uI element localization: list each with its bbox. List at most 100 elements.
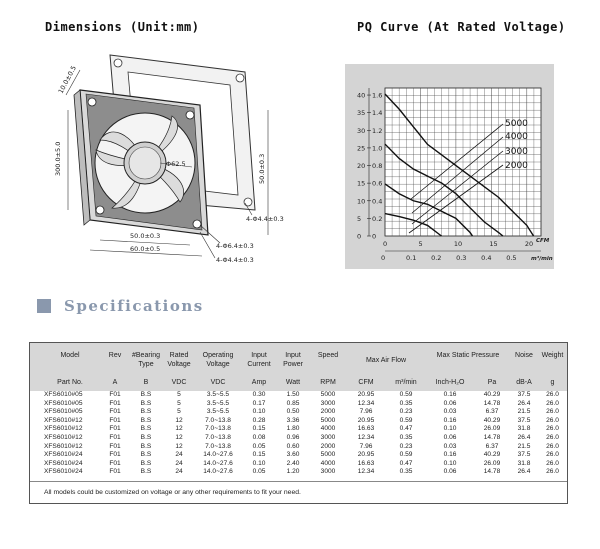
table-cell: 2.40 <box>286 459 300 467</box>
table-cell: 1.20 <box>286 468 300 476</box>
y-tick-left: 15 <box>357 180 365 188</box>
dim-hub: Φ62.5 <box>166 160 186 168</box>
table-cell: 0.10 <box>252 408 266 416</box>
y-tick-left: 40 <box>357 92 365 100</box>
table-cell: F01 <box>109 433 121 441</box>
table-cell: 0.10 <box>443 459 457 467</box>
curve-2000 <box>384 212 442 237</box>
table-cell: 0.35 <box>399 468 413 476</box>
table-cell: XFS6010#24 <box>44 459 83 467</box>
y-tick-right: 1.6 <box>372 92 382 100</box>
table-cell: 0.15 <box>252 425 266 433</box>
table-cell: 26.0 <box>546 451 559 459</box>
table-cell: 26.0 <box>546 433 559 441</box>
table-cell: 2000 <box>320 442 336 450</box>
x-tick-bottom: 0.3 <box>456 254 466 262</box>
mount-hole-icon <box>192 219 202 229</box>
table-cell: 26.0 <box>546 408 559 416</box>
table-cell: 7.0~13.8 <box>205 442 231 450</box>
table-cell: 14.0~27.6 <box>203 468 233 476</box>
table-cell: XFS6010#05 <box>44 391 83 398</box>
table-cell: 26.0 <box>546 391 559 398</box>
y-tick-right: 0 <box>372 233 376 241</box>
table-cell: 20.95 <box>357 416 375 424</box>
unit-header: VDC <box>210 379 226 386</box>
table-cell: F01 <box>109 468 121 476</box>
dim-mount-hole-a: 4-Φ4.4±0.3 <box>246 215 284 223</box>
x-tick-top: 20 <box>525 240 533 248</box>
x-tick-bottom: 0.5 <box>506 254 516 262</box>
table-cell: F01 <box>109 425 121 433</box>
table-cell: 12 <box>175 433 183 441</box>
curve-3000 <box>384 183 474 237</box>
table-cell: 0.10 <box>252 459 266 467</box>
table-cell: 12 <box>175 442 183 450</box>
table-cell: B.S <box>140 451 152 459</box>
table-cell: 0.16 <box>443 391 457 398</box>
table-cell: 24 <box>175 451 183 459</box>
table-cell: 40.29 <box>483 416 501 424</box>
table-cell: XFS6010#24 <box>44 468 83 476</box>
table-cell: 3.5~5.5 <box>206 408 230 416</box>
table-cell: 5000 <box>320 451 336 459</box>
y-tick-left: 20 <box>357 162 365 170</box>
col-header: Operating Voltage <box>202 352 234 368</box>
y-tick-right: 1.2 <box>372 127 382 135</box>
table-cell: 0.28 <box>252 416 266 424</box>
col-header: Input Power <box>283 352 303 368</box>
x-tick-top: 0 <box>383 240 387 248</box>
spec-note: All models could be customized on voltag… <box>44 489 301 496</box>
unit-header: g <box>550 379 555 386</box>
col-header: Model <box>60 352 80 359</box>
table-cell: 3000 <box>320 433 336 441</box>
table-cell: 0.35 <box>399 399 413 407</box>
table-cell: 4000 <box>320 425 336 433</box>
table-cell: 0.47 <box>399 425 413 433</box>
dim-hole-pitch-v: 50.0±0.3 <box>258 154 266 184</box>
table-cell: 26.09 <box>483 425 501 433</box>
table-cell: 0.59 <box>399 416 413 424</box>
table-cell: B.S <box>140 391 152 398</box>
x-tick-top: 10 <box>454 240 462 248</box>
table-cell: B.S <box>140 399 152 407</box>
table-cell: 5000 <box>320 416 336 424</box>
table-cell: 0.06 <box>443 433 457 441</box>
col-header: Speed <box>317 352 339 359</box>
table-cell: 1.50 <box>286 391 300 398</box>
table-cell: 0.23 <box>399 408 413 416</box>
table-cell: F01 <box>109 391 121 398</box>
unit-header: B <box>143 379 149 386</box>
table-cell: 40.29 <box>483 451 501 459</box>
rpm-label-5000: 5000 <box>505 119 528 129</box>
unit-header: Inch-H₂O <box>435 379 465 386</box>
dim-width-outer: 60.0±0.5 <box>130 245 160 253</box>
divider <box>30 481 567 482</box>
table-cell: 3.5~5.5 <box>206 399 230 407</box>
table-cell: 14.78 <box>483 433 501 441</box>
table-cell: 5 <box>177 408 181 416</box>
table-cell: 0.59 <box>399 391 413 398</box>
table-cell: 7.0~13.8 <box>205 425 231 433</box>
table-cell: 7.0~13.8 <box>205 433 231 441</box>
table-cell: XFS6010#05 <box>44 408 83 416</box>
table-cell: 5 <box>177 399 181 407</box>
mount-hole-icon <box>113 58 123 68</box>
mount-hole-icon <box>243 197 253 207</box>
table-cell: 12 <box>175 425 183 433</box>
y-tick-left: 30 <box>357 127 365 135</box>
table-cell: 3.5~5.5 <box>206 391 230 398</box>
col-header: Input Current <box>247 352 271 368</box>
table-cell: B.S <box>140 442 152 450</box>
table-cell: 12.34 <box>357 468 375 476</box>
x-tick-bottom: 0 <box>381 254 385 262</box>
table-cell: 0.50 <box>286 408 300 416</box>
x-unit-top: CFM <box>536 238 550 244</box>
x-tick-bottom: 0.1 <box>406 254 416 262</box>
col-header: Weight <box>541 352 564 359</box>
